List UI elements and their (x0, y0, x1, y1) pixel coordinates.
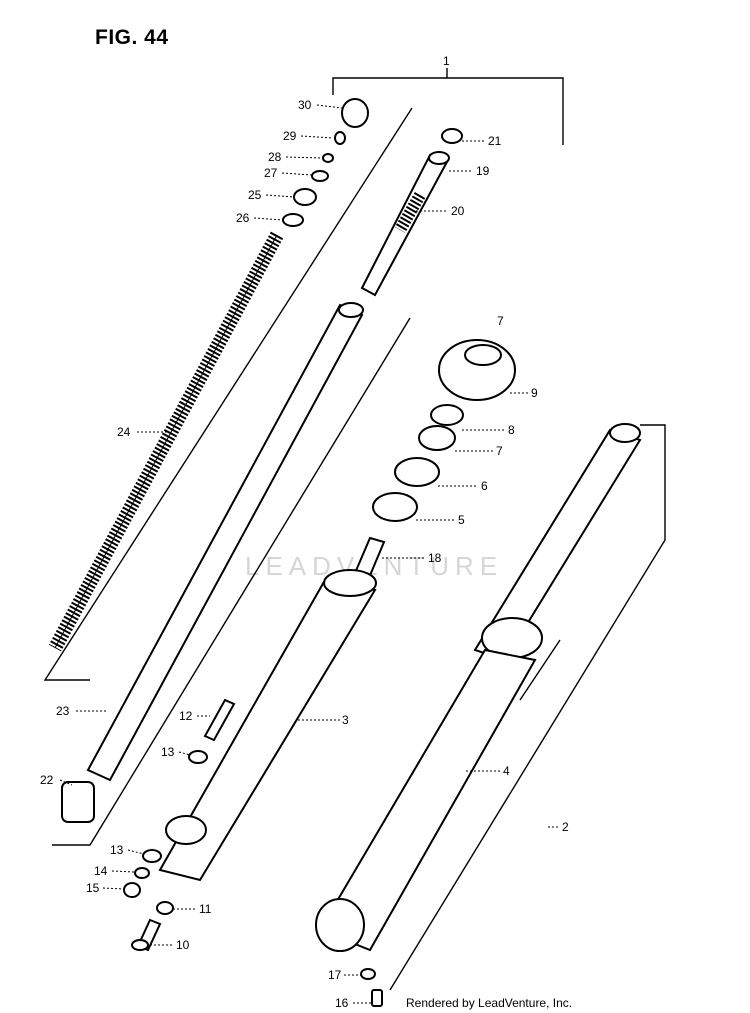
callout-11: 11 (199, 902, 212, 916)
part-20-spring-section (394, 192, 426, 233)
part-5-bushing (372, 492, 418, 522)
callout-4: 4 (503, 764, 510, 778)
callout-7-upper: 7 (497, 314, 504, 328)
callout-20: 20 (451, 204, 465, 218)
part-12-bolt (203, 698, 236, 742)
callout-30: 30 (298, 98, 312, 112)
bracket-part-1 (332, 77, 564, 145)
callout-10: 10 (176, 938, 190, 952)
callout-18: 18 (428, 551, 442, 565)
part-30-cap (341, 98, 369, 128)
part-13-washer-upper (188, 750, 208, 764)
part-23-top (338, 302, 364, 318)
callout-25: 25 (248, 188, 262, 202)
callout-16: 16 (335, 996, 349, 1010)
part-4-axle-boss (315, 898, 365, 952)
callout-26: 26 (236, 211, 250, 225)
part-24-spring (48, 231, 284, 652)
outline-right (389, 424, 666, 991)
part-26 (282, 213, 304, 227)
callout-13-upper: 13 (161, 745, 175, 759)
part-7-washer (418, 425, 456, 451)
part-3-top (323, 569, 377, 597)
outline-segment (519, 639, 561, 701)
part-28 (322, 153, 334, 163)
leader-13-lower (127, 849, 145, 855)
leader-27 (281, 172, 313, 176)
callout-29: 29 (283, 129, 297, 143)
callout-8: 8 (508, 423, 515, 437)
callout-6: 6 (481, 479, 488, 493)
leader-14 (111, 870, 136, 873)
callout-28: 28 (268, 150, 282, 164)
leader-15 (102, 887, 125, 890)
outline-mid-left (52, 317, 411, 846)
callout-5: 5 (458, 513, 465, 527)
part-17 (360, 968, 376, 980)
part-29 (334, 131, 346, 145)
part-25 (293, 188, 317, 206)
part-15 (123, 882, 141, 898)
outline-upper-left (43, 107, 413, 681)
callout-14: 14 (94, 864, 108, 878)
part-27 (311, 170, 329, 182)
callout-27: 27 (264, 166, 278, 180)
part-13-washer-lower (142, 849, 162, 863)
part-11 (156, 901, 174, 915)
leader-25 (265, 194, 295, 198)
figure-title: FIG. 44 (95, 26, 169, 49)
leader-29 (300, 135, 334, 139)
part-9-opening (464, 344, 502, 366)
callout-9: 9 (531, 386, 538, 400)
part-8-clip (430, 404, 464, 426)
part-3-axle-boss (165, 815, 207, 845)
callout-22: 22 (40, 773, 54, 787)
leader-26 (253, 217, 284, 221)
leader-30 (316, 104, 343, 109)
credit-text: Rendered by LeadVenture, Inc. (406, 996, 573, 1010)
part-14 (134, 867, 150, 879)
callout-1: 1 (443, 54, 450, 68)
part-21 (441, 128, 463, 144)
callout-21: 21 (488, 134, 502, 148)
callout-19: 19 (476, 164, 490, 178)
part-4-top (609, 423, 641, 443)
callout-12: 12 (179, 709, 193, 723)
part-4-outer-tube (318, 648, 537, 952)
callout-7-lower: 7 (496, 444, 503, 458)
part-10-head (131, 939, 149, 951)
callout-17: 17 (328, 968, 342, 982)
leader-13-upper (178, 751, 191, 756)
callout-3: 3 (342, 713, 349, 727)
callout-15: 15 (86, 881, 100, 895)
callout-2: 2 (562, 820, 569, 834)
callout-23: 23 (56, 704, 70, 718)
part-6-seal (394, 457, 440, 487)
callout-13-lower: 13 (110, 843, 124, 857)
part-16-drain-bolt (371, 989, 383, 1007)
part-22-bushing (61, 781, 95, 823)
part-19 (428, 151, 450, 165)
leader-28 (285, 156, 323, 159)
callout-24: 24 (117, 425, 131, 439)
